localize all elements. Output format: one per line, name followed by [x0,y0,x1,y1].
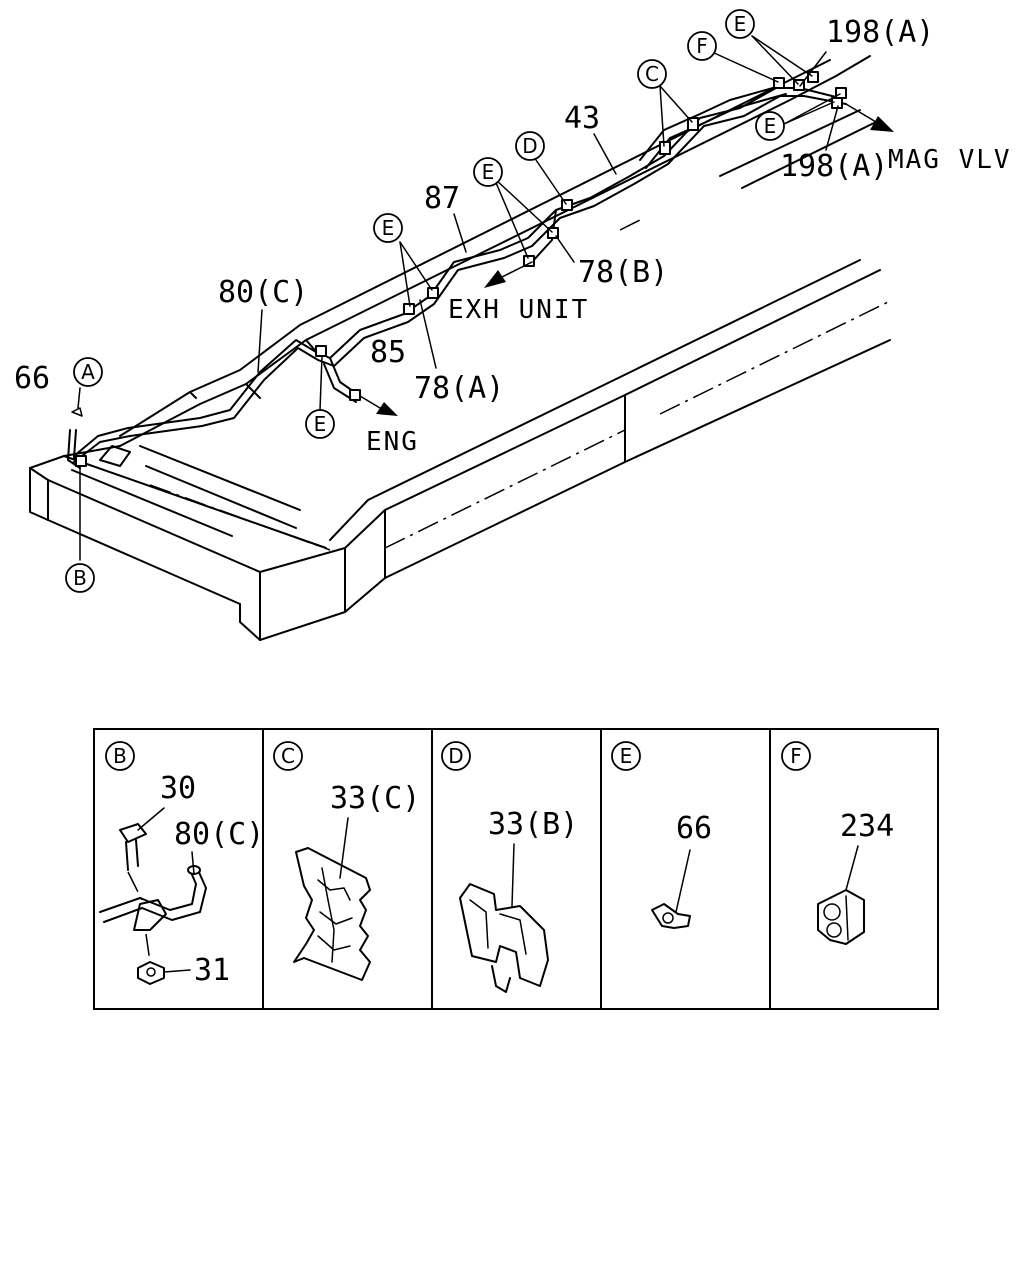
label-80c: 80(C) [218,275,308,310]
label-85: 85 [370,335,406,370]
callout-e3: E [473,157,503,187]
svg-text:C: C [645,62,659,86]
label-80c-detail: 80(C) [174,817,264,852]
label-30: 30 [160,771,196,806]
label-33c: 33(C) [330,781,420,816]
svg-text:E: E [734,12,747,36]
direction-arrows [359,103,894,416]
svg-text:A: A [81,360,95,384]
label-66: 66 [14,361,50,396]
svg-text:C: C [281,744,295,768]
detail-panel-d: D 33(B) [441,741,578,993]
label-eng: ENG [366,427,419,457]
svg-text:E: E [382,216,395,240]
pipe-route [67,71,847,469]
detail-panel-c: C 33(C) [273,741,420,981]
label-87: 87 [424,181,460,216]
callout-d: D [515,131,545,161]
svg-text:F: F [790,744,802,768]
label-198a-bottom: 198(A) [780,149,888,184]
callout-e2: E [373,213,403,243]
label-234: 234 [840,809,894,844]
label-exh-unit: EXH UNIT [448,295,589,325]
label-33b: 33(B) [488,807,578,842]
svg-text:F: F [696,34,708,58]
detail-panel-e: E 66 [611,741,712,929]
callout-e1: E [305,409,335,439]
svg-text:B: B [73,566,87,590]
frame-rails [29,55,891,641]
svg-text:E: E [620,744,633,768]
label-198a-top: 198(A) [826,15,934,50]
svg-text:D: D [522,134,537,158]
svg-text:E: E [314,412,327,436]
svg-text:E: E [764,114,777,138]
detail-panel-b: B 30 80(C) 31 [99,741,264,988]
svg-text:E: E [482,160,495,184]
callout-e5: E [755,111,785,141]
main-labels: 66 80(C) 85 78(A) 87 78(B) 43 198(A) 198… [14,15,1012,457]
label-43: 43 [564,101,600,136]
leader-lines [77,35,841,561]
callout-a: A [73,357,103,387]
callout-e4: E [725,9,755,39]
detail-panels: B 30 80(C) 31 C 33(C) [93,728,939,1010]
callout-f: F [687,31,717,61]
label-78b: 78(B) [578,255,668,290]
svg-text:D: D [448,744,463,768]
detail-panel-f: F 234 [781,741,894,945]
label-66-detail: 66 [676,811,712,846]
label-mag-vlv: MAG VLV [888,145,1012,175]
callout-b: B [65,563,95,593]
label-78a: 78(A) [414,371,504,406]
label-31: 31 [194,953,230,988]
callouts-main: A B E E E D C F E E [65,9,785,593]
callout-c: C [637,59,667,89]
svg-text:B: B [113,744,127,768]
